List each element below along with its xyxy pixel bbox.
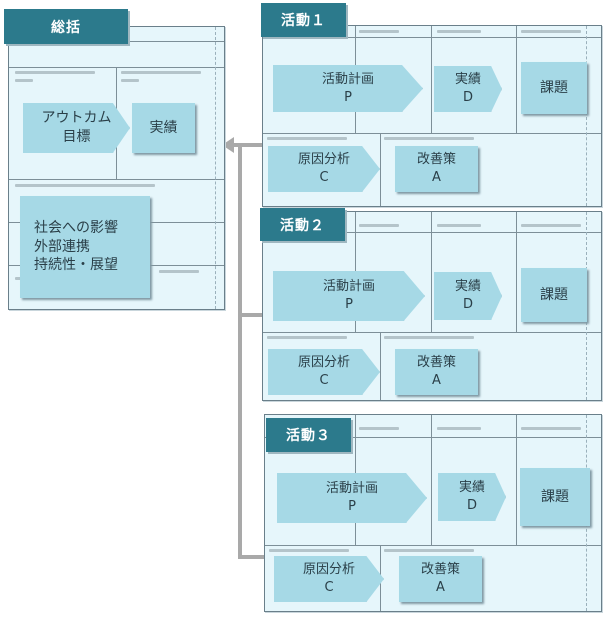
activity-3-tab: 活動３ [266,418,351,452]
activity-2-tab: 活動２ [260,208,345,241]
summary-tab: 総括 [4,9,128,44]
outcome-goal-box: アウトカム目標 [23,103,130,153]
activity-3-issue-box: 課題 [520,468,590,526]
connector-to-activity-2 [238,313,264,317]
connector-to-summary [232,143,262,147]
connector-vertical [238,145,242,558]
activity-1-issue-box: 課題 [521,62,587,114]
impact-box: 社会への影響外部連携持続性・展望 [20,196,150,298]
connector-to-activity-3 [238,555,266,559]
connector-arrowhead [222,137,234,153]
activity-1-tab: 活動１ [261,3,346,37]
summary-result-box: 実績 [132,103,195,153]
activity-2-issue-box: 課題 [521,268,587,322]
